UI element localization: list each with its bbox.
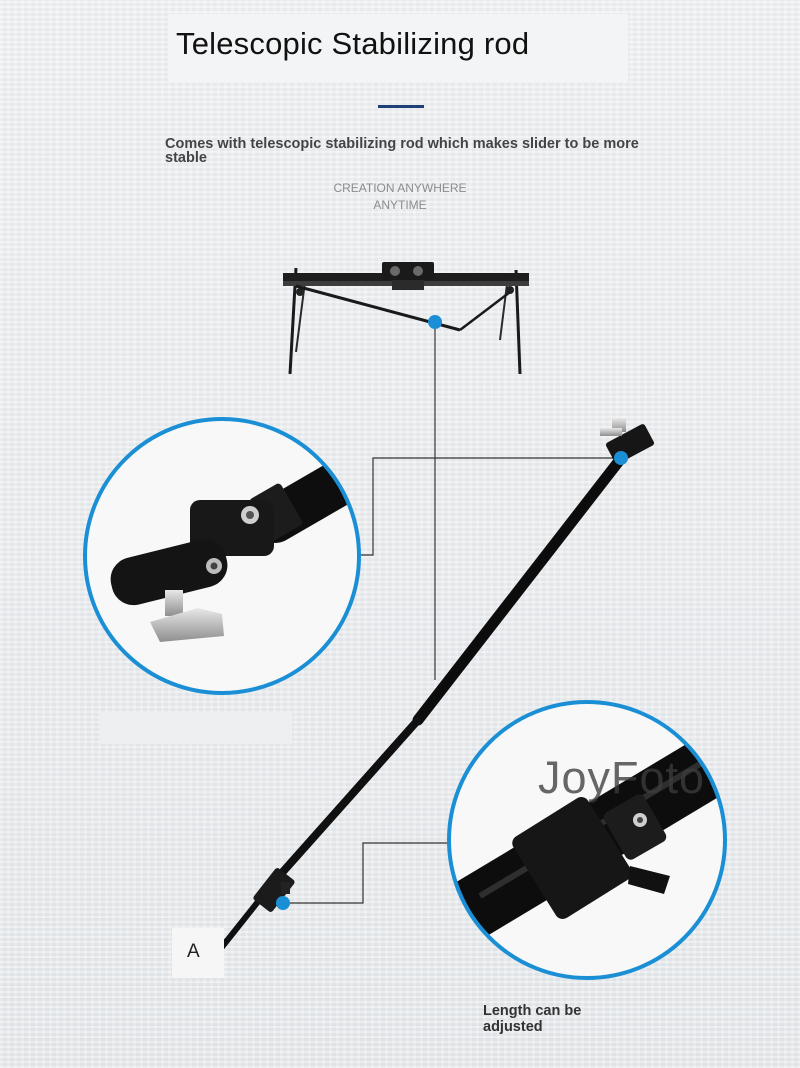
page-title: Telescopic Stabilizing rod xyxy=(176,26,530,61)
callout-dot-markers xyxy=(276,315,628,910)
callout-dot-icon xyxy=(276,896,290,910)
tagline: CREATION ANYWHERE ANYTIME xyxy=(300,180,500,214)
callout-leader-lines xyxy=(285,322,621,904)
point-a-label: A xyxy=(172,928,224,978)
slider-on-legs xyxy=(283,262,529,375)
clamp-detail-circle xyxy=(83,417,361,695)
callout-dot-icon xyxy=(428,315,442,329)
blank-label-panel xyxy=(100,712,292,744)
title-panel xyxy=(168,14,628,82)
watermark: JoyFoto xyxy=(538,752,706,803)
length-lock-detail-circle xyxy=(447,700,727,980)
telescopic-rod xyxy=(211,418,655,954)
callout-dot-icon xyxy=(614,451,628,465)
title-underline xyxy=(378,105,424,108)
point-a-text: A xyxy=(187,941,200,962)
page-subtitle: Comes with telescopic stabilizing rod wh… xyxy=(165,136,639,166)
length-caption: Length can be adjusted xyxy=(483,1003,582,1035)
tagline-line-2: ANYTIME xyxy=(373,198,427,212)
tagline-line-1: CREATION ANYWHERE xyxy=(333,181,467,195)
